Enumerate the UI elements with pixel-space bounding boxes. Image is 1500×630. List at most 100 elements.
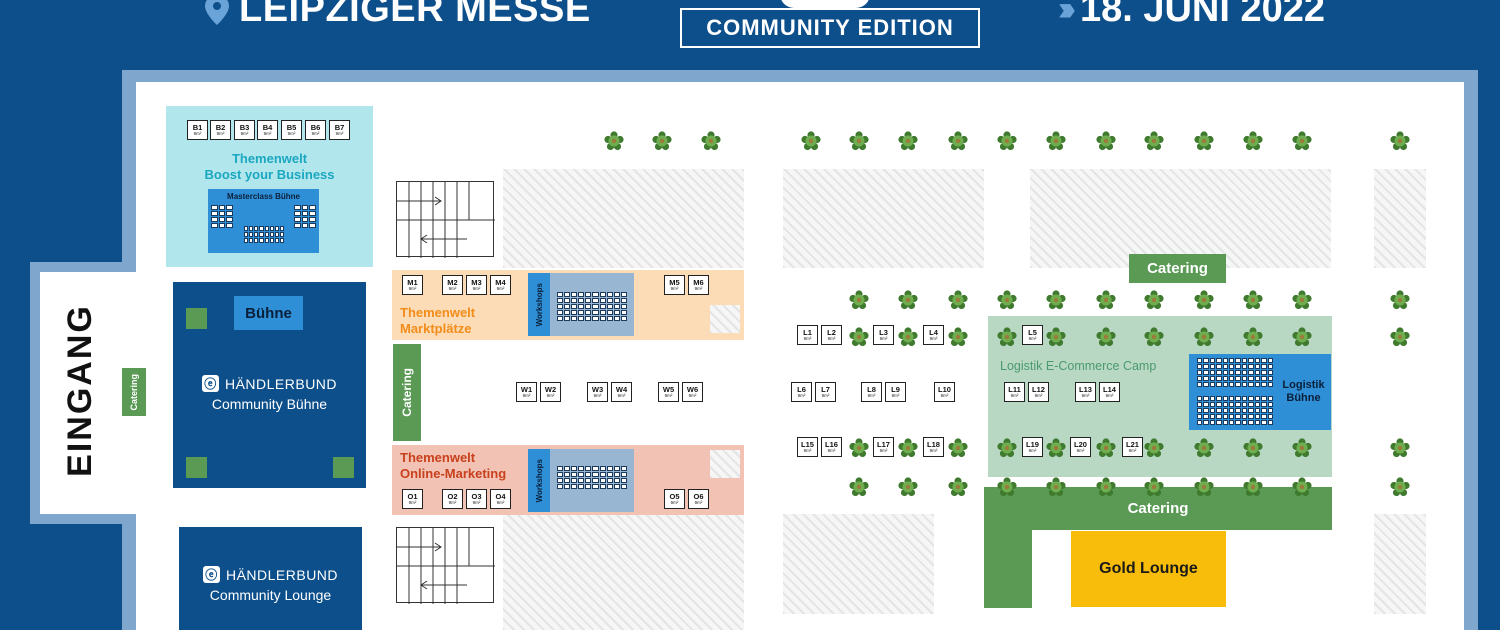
- seat: [218, 223, 226, 228]
- booth-label: L12: [1032, 384, 1045, 394]
- seat: [557, 316, 564, 321]
- booth-label: M3: [471, 277, 482, 287]
- booth-size: 9m²: [496, 500, 505, 505]
- double-chevron-icon: ›››: [1058, 0, 1076, 28]
- booth-label: L19: [1026, 439, 1039, 449]
- tree-icon: [1046, 131, 1066, 151]
- seat: [1267, 358, 1273, 363]
- seat: [1197, 382, 1203, 387]
- community-stage-title: Community Bühne: [211, 396, 328, 412]
- seat: [1254, 382, 1261, 387]
- seat: [564, 292, 571, 297]
- seat: [1235, 396, 1241, 401]
- booth-size: 9m²: [940, 393, 949, 398]
- seat: [1235, 414, 1241, 419]
- seat: [1197, 408, 1203, 413]
- seat: [1254, 364, 1261, 369]
- seat: [1248, 408, 1254, 413]
- seat: [592, 316, 599, 321]
- seat: [294, 211, 301, 216]
- seat: [599, 292, 606, 297]
- seat: [613, 298, 620, 303]
- seat: [1216, 370, 1222, 375]
- seat: [269, 238, 274, 243]
- blocked-area: [503, 169, 744, 268]
- haendlerbund-logo-icon: ⓔ: [202, 566, 220, 583]
- seat: [1241, 408, 1248, 413]
- booth-size: 9m²: [1010, 393, 1019, 398]
- seat: [254, 238, 259, 243]
- workshop-seating-online-marketing: [557, 466, 627, 489]
- booth-label: B3: [239, 122, 250, 132]
- booth-label: O4: [495, 491, 506, 501]
- booth-size: 9m²: [797, 393, 806, 398]
- booth-size: 9m²: [448, 286, 457, 291]
- seat: [571, 298, 578, 303]
- tree-icon: [997, 290, 1017, 310]
- seat: [211, 217, 218, 222]
- tree-icon: [1292, 438, 1312, 458]
- seat: [1216, 358, 1222, 363]
- seat: [264, 238, 269, 243]
- booth-size: 9m²: [311, 131, 320, 136]
- booth-label: L21: [1126, 439, 1139, 449]
- booth-label: L16: [825, 439, 838, 449]
- seat: [1222, 414, 1229, 419]
- blocked-area: [710, 450, 740, 478]
- seat: [613, 472, 620, 477]
- tree-icon: [1096, 477, 1116, 497]
- seat: [606, 316, 613, 321]
- entrance-label: EINGANG: [60, 303, 99, 477]
- seat: [1261, 414, 1267, 419]
- booth-size: 9m²: [408, 500, 417, 505]
- seat: [1267, 402, 1273, 407]
- seat: [599, 310, 606, 315]
